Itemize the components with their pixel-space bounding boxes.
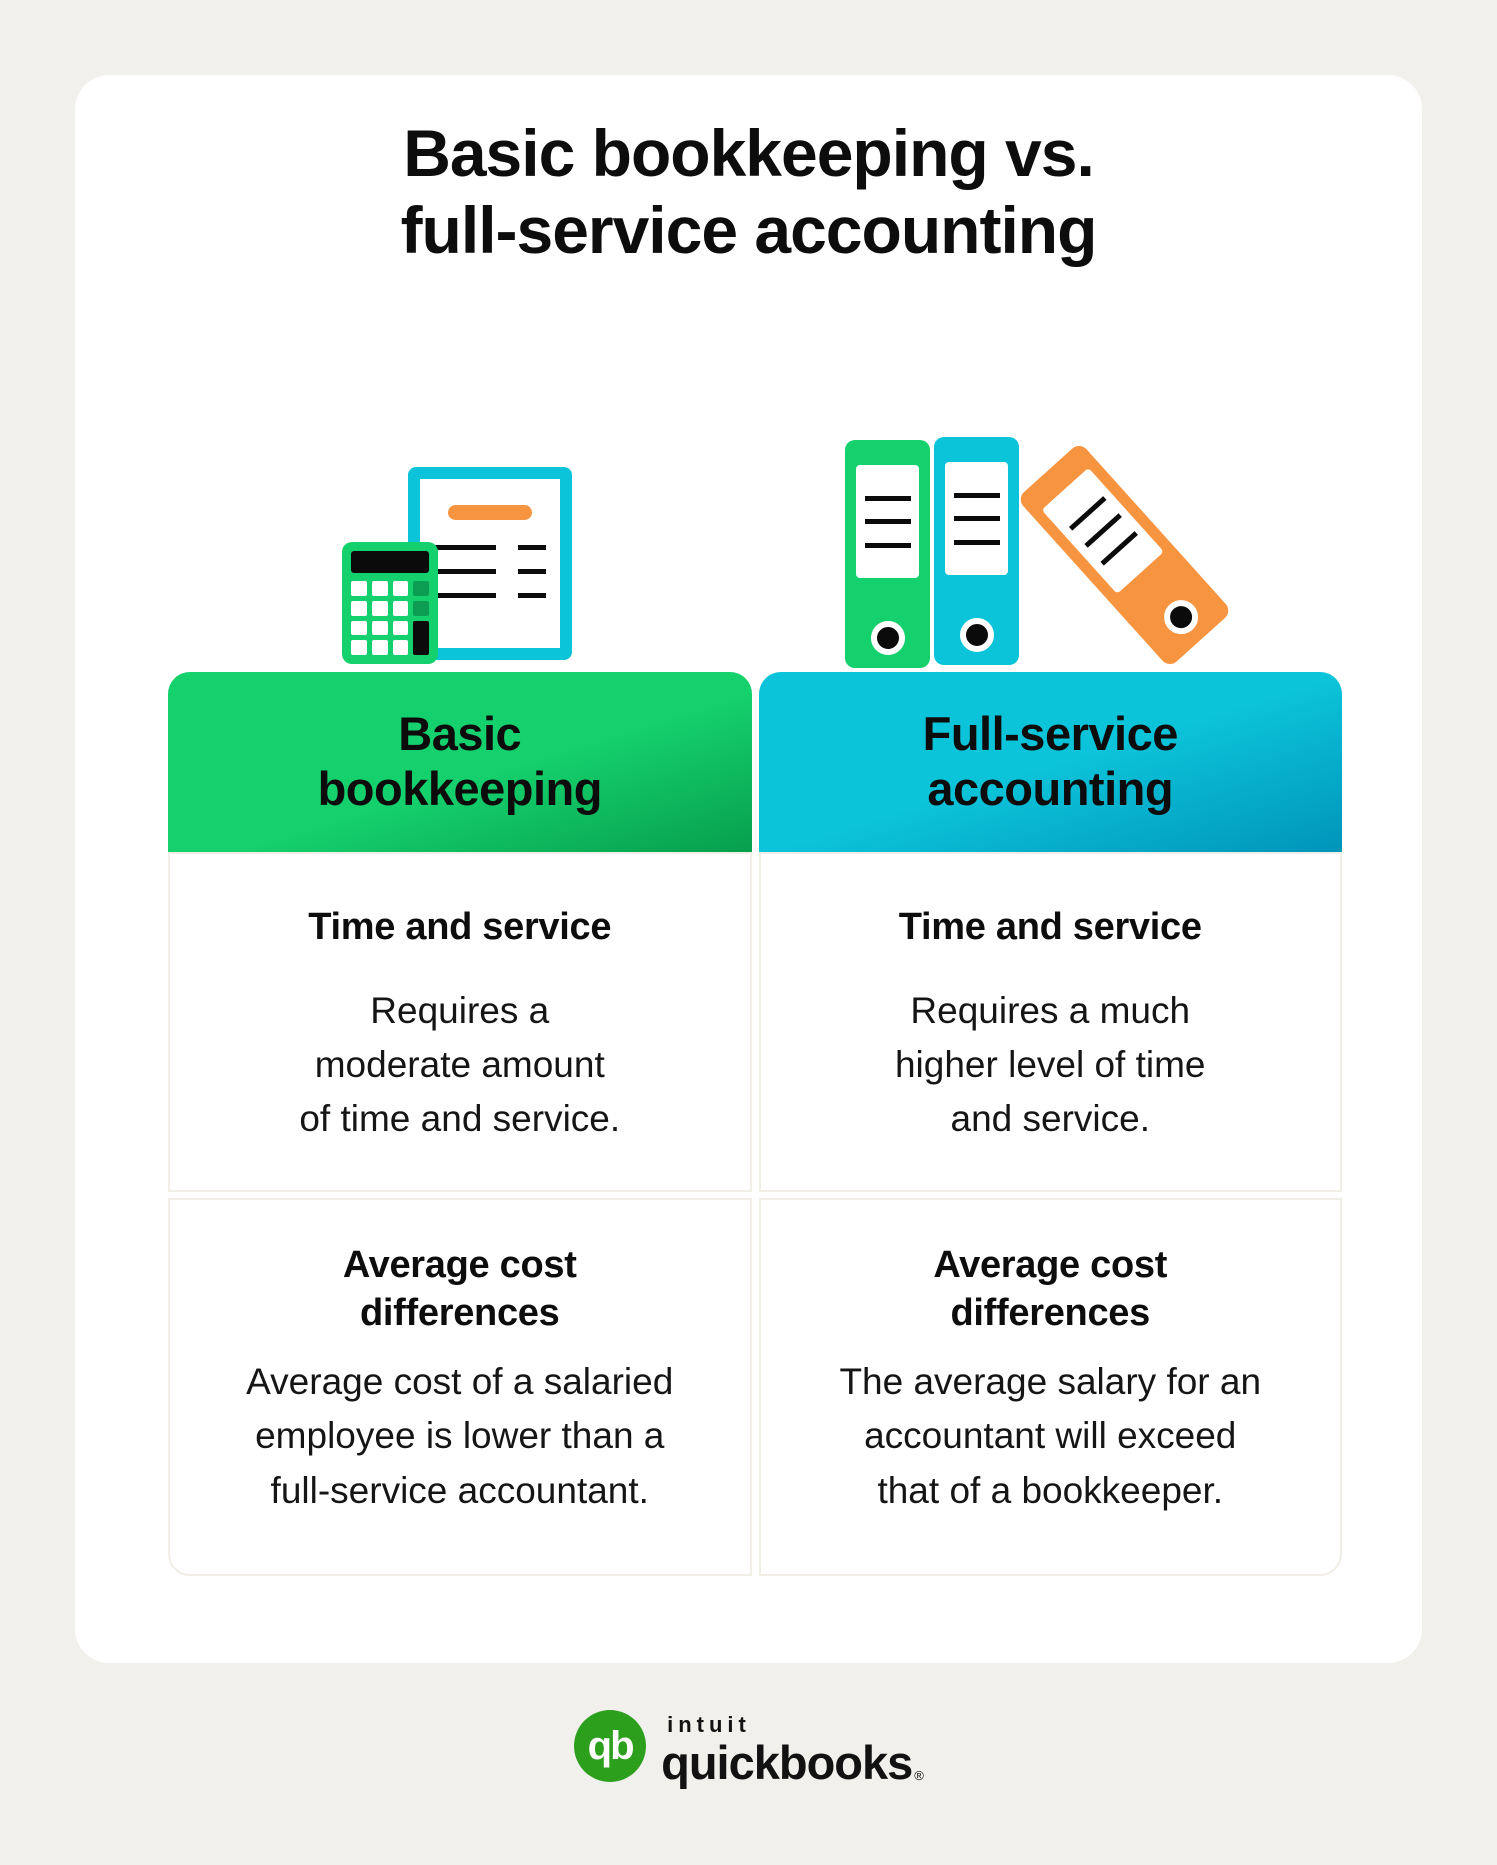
calculator-key — [392, 581, 409, 596]
calculator-key — [351, 581, 367, 596]
binder-label — [1041, 467, 1164, 594]
calculator-key — [392, 640, 409, 655]
cell-heading: Average cost differences — [933, 1244, 1168, 1334]
label-dash — [864, 542, 911, 548]
full-service-illustration — [845, 437, 1235, 672]
intuit-wordmark: intuit — [667, 1712, 751, 1737]
cell-full-time-and-service: Time and service Requires a much higher … — [758, 852, 1342, 1192]
document-line-row — [434, 569, 546, 574]
text-dash — [434, 593, 496, 598]
calculator-key — [371, 640, 388, 655]
calculator-key — [392, 600, 409, 616]
label-dash — [1099, 531, 1138, 566]
document-line-row — [434, 593, 546, 598]
logo-wordmarks: intuit quickbooks ® — [661, 1708, 924, 1789]
label-dash — [1068, 496, 1106, 531]
calculator-key — [413, 600, 429, 616]
calculator-key — [371, 620, 388, 636]
document-heading-bar — [448, 505, 532, 520]
calculator-key — [351, 640, 367, 655]
binder-label — [945, 462, 1008, 575]
cell-basic-average-cost: Average cost differences Average cost of… — [168, 1198, 752, 1576]
binder-ring-hole — [959, 618, 994, 652]
cell-heading: Average cost differences — [342, 1244, 577, 1334]
calculator-key — [351, 620, 367, 636]
binder-ring-hole — [870, 621, 905, 655]
label-dash — [864, 495, 911, 501]
calculator-key — [371, 600, 388, 616]
page-title: Basic bookkeeping vs. full-service accou… — [400, 116, 1098, 268]
cell-body: Average cost of a salaried employee is l… — [246, 1361, 674, 1511]
quickbooks-text: quickbooks — [661, 1736, 913, 1789]
binder-ring-hole — [1156, 593, 1205, 642]
calculator-key — [413, 581, 429, 596]
qb-circle-icon: qb — [574, 1710, 647, 1782]
label-dash — [864, 519, 911, 524]
calculator-key — [351, 600, 367, 616]
text-dash — [518, 569, 546, 574]
text-dash — [434, 545, 496, 550]
cyan-binder-icon — [934, 437, 1019, 665]
label-dash — [953, 539, 1000, 545]
text-dash — [518, 545, 546, 550]
calculator-icon — [342, 542, 438, 664]
calculator-keypad — [351, 581, 429, 655]
content-card: Basic bookkeeping vs. full-service accou… — [75, 75, 1422, 1663]
binder-label — [856, 465, 919, 578]
label-dash — [953, 492, 1000, 498]
table-header-row: Basic bookkeeping Full-service accountin… — [168, 672, 1342, 852]
quickbooks-logo: qb intuit quickbooks ® — [0, 1708, 1497, 1787]
orange-binder-icon — [1016, 441, 1233, 669]
calculator-key — [392, 620, 409, 636]
cell-body: Requires a moderate amount of time and s… — [299, 989, 621, 1140]
cell-full-average-cost: Average cost differences The average sal… — [758, 1198, 1342, 1576]
calculator-display — [351, 551, 429, 573]
text-dash — [518, 593, 546, 598]
calculator-key — [413, 620, 429, 655]
cell-body: The average salary for an accountant wil… — [839, 1361, 1262, 1511]
label-dash — [953, 516, 1000, 521]
label-dash — [1083, 513, 1122, 549]
cell-body: Requires a much higher level of time and… — [894, 989, 1206, 1140]
quickbooks-wordmark: quickbooks ® — [661, 1736, 924, 1789]
cell-heading: Time and service — [308, 906, 612, 948]
calculator-key — [371, 581, 388, 596]
text-dash — [434, 569, 496, 574]
cell-heading: Time and service — [898, 906, 1202, 948]
cell-basic-time-and-service: Time and service Requires a moderate amo… — [168, 852, 752, 1192]
registered-trademark-mark: ® — [914, 1767, 924, 1783]
document-line-row — [434, 545, 546, 550]
basic-bookkeeping-illustration — [342, 467, 572, 667]
comparison-table: Time and service Requires a moderate amo… — [168, 852, 1342, 1576]
column-header-basic-bookkeeping: Basic bookkeeping — [168, 672, 752, 852]
document-text-lines — [434, 545, 546, 598]
green-binder-icon — [845, 440, 930, 668]
column-header-full-service-accounting: Full-service accounting — [758, 672, 1342, 852]
